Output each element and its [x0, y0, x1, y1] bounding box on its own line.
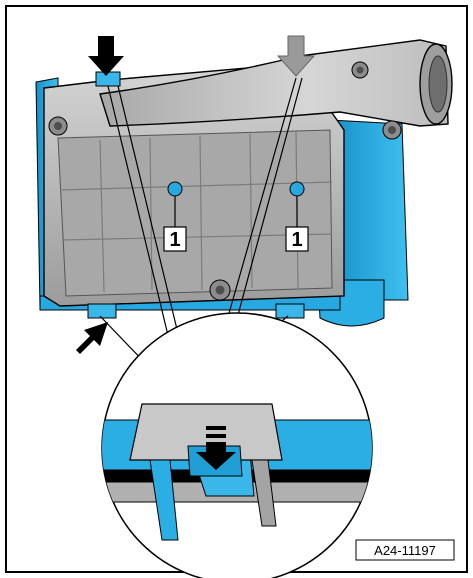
callout-1-right-label: 1 — [291, 229, 302, 251]
clip-top-left — [95, 71, 121, 87]
up-right-arrow-icon — [76, 322, 108, 354]
callout-1-left: 1 — [163, 226, 187, 252]
housing-cover-panel — [57, 129, 333, 297]
intake-duct — [99, 39, 449, 127]
reference-code-box: A24-11197 — [355, 539, 455, 561]
clip-bottom-left — [87, 303, 117, 319]
detail-gray-clip-leg-right — [251, 459, 277, 527]
air-filter-assembly — [35, 39, 453, 327]
detail-gray-clip-leg-left — [149, 459, 179, 541]
detail-view — [101, 312, 373, 578]
callout-1-right: 1 — [285, 226, 309, 252]
screw-1-left — [167, 181, 183, 197]
intake-duct-opening-inner — [428, 55, 448, 113]
detail-gray-clip — [129, 403, 283, 461]
down-arrow-icon-gray — [276, 35, 316, 77]
press-down-arrow-icon — [196, 426, 236, 470]
housing-bolt-centers — [54, 66, 396, 295]
reference-code: A24-11197 — [374, 543, 436, 558]
screw-1-right — [289, 181, 305, 197]
down-arrow-icon — [88, 36, 124, 76]
callout-1-left-label: 1 — [169, 229, 180, 251]
clip-bottom-right — [275, 303, 305, 319]
